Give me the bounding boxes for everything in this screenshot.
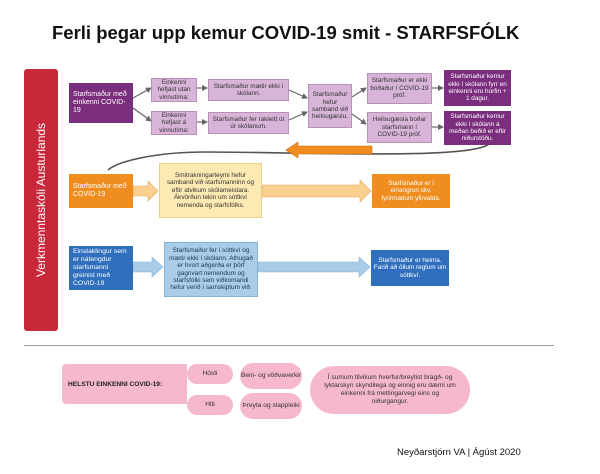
symptom-outside-box: Einkenni hefjast utan vinnutíma: (151, 78, 197, 102)
tracing-team-box: Smitrakningarteymi hefur samband við sta… (159, 163, 262, 218)
page-title: Ferli þegar upp kemur COVID-19 smit - ST… (52, 22, 520, 43)
arrow-contacts-to-notcalled (351, 87, 367, 98)
not-come-box: Starfsmaður mætir ekki í skólann. (208, 79, 289, 101)
arrow-goeshome-to-contacts (288, 111, 308, 121)
blue-start-box: Einstaklingur sem er nátengdur starfsman… (69, 246, 133, 290)
symptoms-note: Í sumum tilvikum hverfur/breytist bragð-… (310, 366, 470, 414)
arrow-blue-to-quarantine (132, 256, 164, 278)
return-after-box: Starfsmaður kemur ekki í skólann fyrr en… (444, 70, 511, 106)
symptom-inside-box: Einkenni hefjast á vinnutíma: (151, 111, 197, 135)
contacts-health-box: Starfsmaður hefur samband við heilsugæsl… (308, 84, 352, 128)
school-sidebar: Verkmenntaskóli Austurlands (24, 69, 58, 331)
arrow-quarantine-to-home (257, 256, 371, 278)
arrow-positive-result (285, 141, 373, 159)
symptom-fever: Hiti (187, 395, 233, 415)
purple-start-box: Starfsmaður með einkenni COVID-19 (69, 83, 133, 123)
called-box: Heilsugæsla boðar starfsmann í COVID-19 … (367, 112, 432, 143)
arrow-contacts-to-called (351, 113, 367, 125)
arrow-start-to-outside (132, 87, 152, 99)
goes-home-box: Starfsmaður fer rakleitt út úr skólanum. (208, 112, 289, 134)
stay-away-box: Starfsmaður kemur ekki í skólann á meðan… (444, 111, 511, 145)
symptom-muscle-pain: Bein- og vöðvaverkir (240, 363, 302, 389)
symptoms-label: HELSTU EINKENNI COVID-19: (62, 364, 187, 404)
section-divider (24, 345, 554, 346)
quarantine-box: Starfsmaður fer í sóttkví og mætir ekki … (164, 242, 258, 297)
arrow-tracing-to-isolation (261, 179, 372, 203)
arrow-orange-to-tracing (132, 180, 159, 202)
symptom-cough: Hósti (187, 364, 233, 384)
school-name: Verkmenntaskóli Austurlands (34, 122, 48, 278)
isolation-box: Starfsmaður er í einangrun skv. fyrirmæl… (372, 174, 450, 208)
footer-credit: Neyðarstjórn VA | Ágúst 2020 (397, 447, 521, 458)
arrow-notcome-to-contacts (288, 89, 308, 99)
symptom-fatigue: Þreyta og slappleiki (240, 393, 302, 419)
not-called-box: Starfsmaður er ekki boðaður í COVID-19 p… (367, 73, 432, 104)
home-box: Starfsmaður er heima. Farið að öllum reg… (371, 250, 449, 286)
arrow-start-to-inside (132, 107, 152, 122)
orange-start-box: Starfsmaður með COVID-19 (69, 174, 133, 208)
